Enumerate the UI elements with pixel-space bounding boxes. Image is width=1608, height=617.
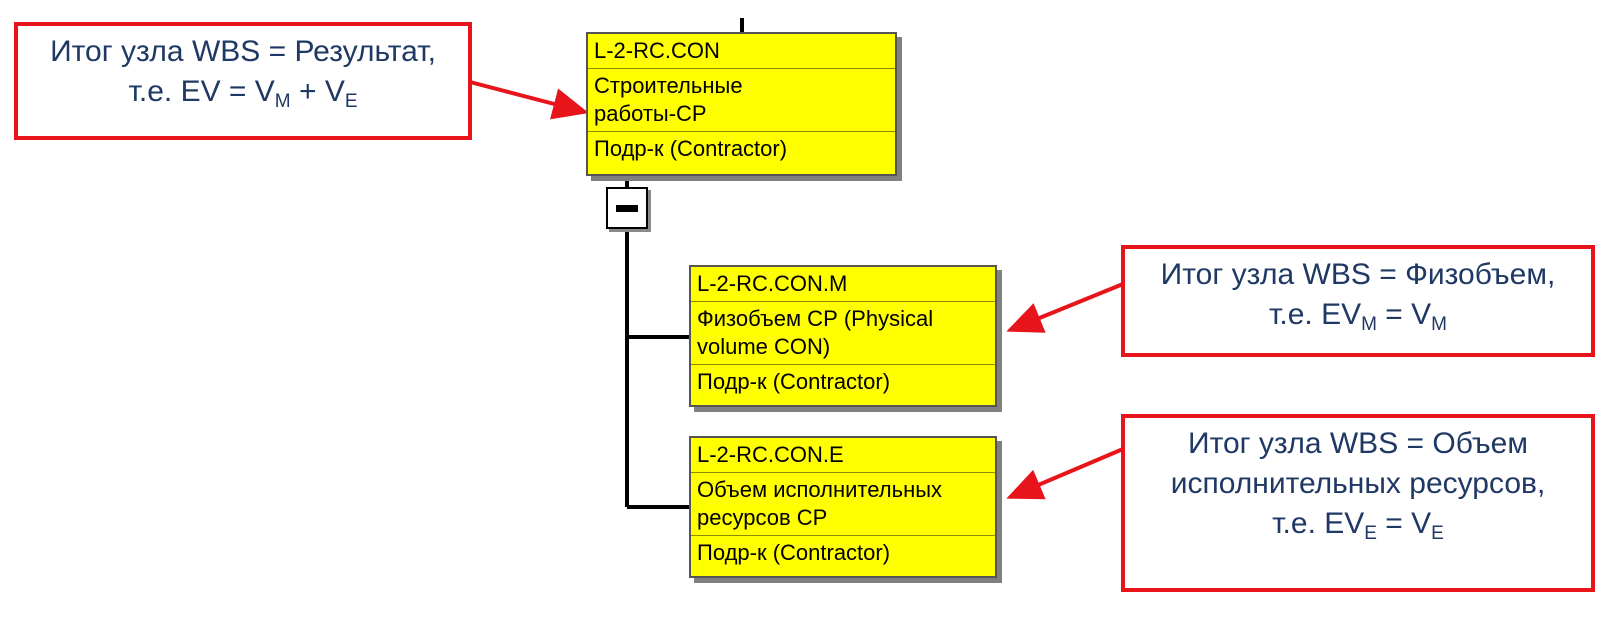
callout-resources-line1: Итог узла WBS = Объем xyxy=(1188,427,1528,460)
callout-resources: Итог узла WBS = Объем исполнительных рес… xyxy=(1121,414,1595,592)
collapse-toggle-button[interactable] xyxy=(606,187,648,229)
wbs-node-con-m[interactable]: L-2-RC.CON.M Физобъем СР (Physical volum… xyxy=(689,265,997,407)
arrow-middle xyxy=(1006,282,1124,333)
wbs-node-name: Объем исполнительных ресурсов СР xyxy=(691,472,995,535)
wbs-node-owner: Подр-к (Contractor) xyxy=(691,535,995,570)
callout-resources-line2: исполнительных ресурсов, xyxy=(1170,467,1546,500)
wbs-node-name: Строительные работы-СР xyxy=(588,68,895,131)
wbs-node-owner: Подр-к (Contractor) xyxy=(588,131,895,166)
callout-physical-volume: Итог узла WBS = Физобъем, т.е. EVM = VM xyxy=(1121,245,1595,357)
wbs-node-name: Физобъем СР (Physical volume CON) xyxy=(691,301,995,364)
wbs-node-code: L-2-RC.CON xyxy=(594,38,720,63)
callout-resources-formula: т.е. EVE = VE xyxy=(1272,507,1444,544)
collapse-minus-icon xyxy=(616,205,638,212)
callout-result-formula: т.е. EV = VM + VE xyxy=(128,75,358,112)
wbs-node-code: L-2-RC.CON.M xyxy=(697,271,848,296)
arrow-top xyxy=(469,80,589,120)
callout-result: Итог узла WBS = Результат, т.е. EV = VM … xyxy=(14,22,472,140)
arrow-bottom xyxy=(1006,447,1124,500)
callout-physical-volume-line1: Итог узла WBS = Физобъем, xyxy=(1160,258,1556,291)
wbs-node-con-e[interactable]: L-2-RC.CON.E Объем исполнительных ресурс… xyxy=(689,436,997,578)
callout-result-line1: Итог узла WBS = Результат, xyxy=(50,35,436,68)
wbs-node-owner: Подр-к (Contractor) xyxy=(691,364,995,399)
callout-physical-volume-formula: т.е. EVM = VM xyxy=(1269,298,1447,335)
wbs-node-con[interactable]: L-2-RC.CON Строительные работы-СР Подр-к… xyxy=(586,32,897,176)
wbs-node-code: L-2-RC.CON.E xyxy=(697,442,844,467)
